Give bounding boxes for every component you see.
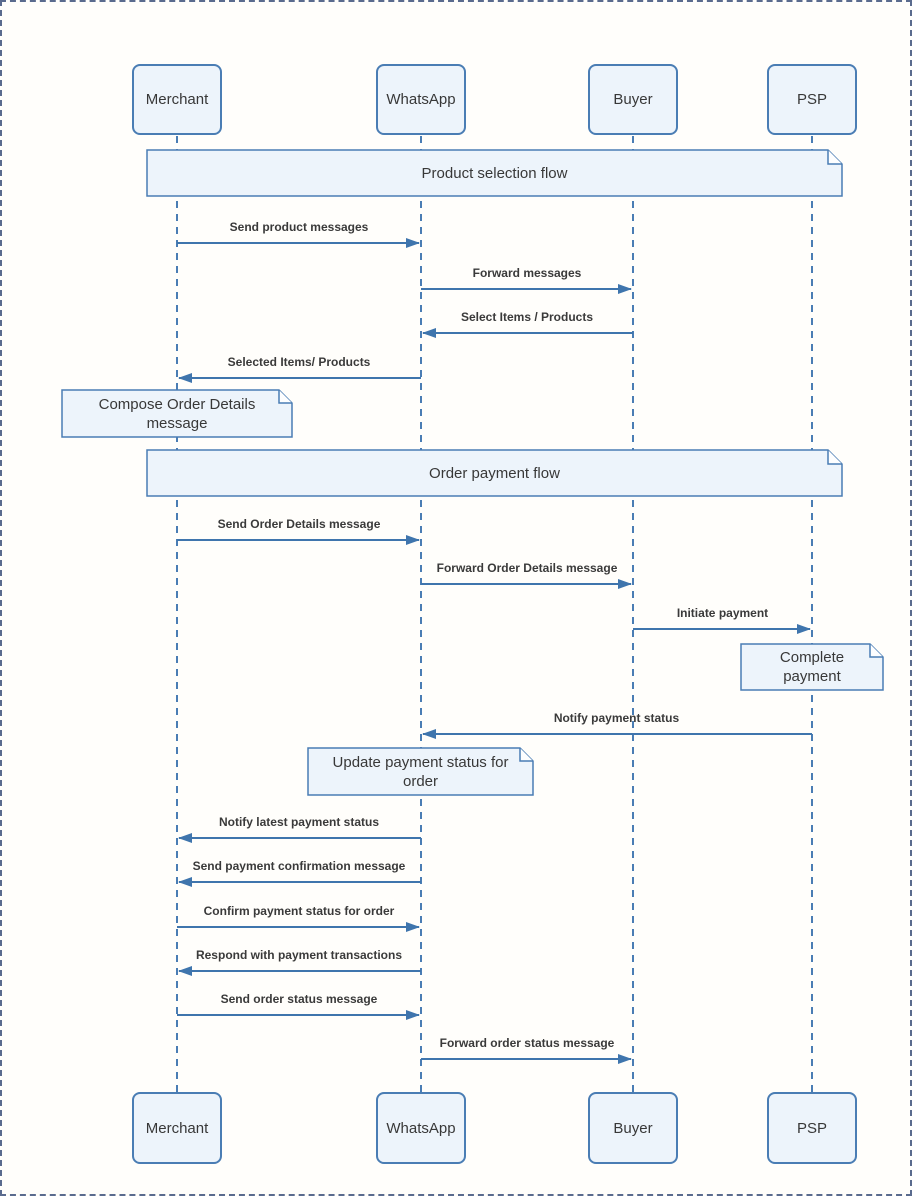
actor-merchant-bottom: Merchant [132, 1092, 222, 1164]
actor-whatsapp-bottom: WhatsApp [376, 1092, 466, 1164]
actor-merchant-top: Merchant [132, 64, 222, 135]
lifelines [176, 136, 813, 1092]
note-label-complete-payment: Complete payment [779, 649, 845, 685]
message-label-respond-payment-transactions: Respond with payment transactions [195, 948, 403, 962]
frame-order-payment-fold-icon [827, 450, 842, 465]
actor-buyer-top: Buyer [588, 64, 678, 135]
message-label-send-payment-confirmation: Send payment confirmation message [192, 859, 406, 873]
message-label-notify-payment-status: Notify payment status [553, 711, 680, 725]
note-complete-fold-icon [869, 644, 883, 658]
message-label-initiate-payment: Initiate payment [676, 606, 769, 620]
frame-product-selection-fold-icon [827, 150, 842, 165]
note-complete-payment [740, 643, 884, 691]
actor-label: Buyer [613, 1119, 653, 1137]
message-label-forward-order-status: Forward order status message [439, 1036, 615, 1050]
actor-label: WhatsApp [386, 1119, 456, 1137]
actor-label: Merchant [145, 91, 209, 108]
frame-label-product-selection: Product selection flow [421, 164, 568, 182]
message-label-send-product-messages: Send product messages [229, 220, 369, 234]
message-label-forward-order-details: Forward Order Details message [436, 561, 618, 575]
actor-psp-top: PSP [767, 64, 857, 135]
actor-label: Buyer [613, 91, 653, 108]
actor-buyer-bottom: Buyer [588, 1092, 678, 1164]
note-compose-order-details [61, 389, 293, 438]
message-label-forward-messages: Forward messages [472, 266, 582, 280]
actor-label: PSP [796, 91, 827, 108]
message-label-confirm-payment-status: Confirm payment status for order [203, 904, 395, 918]
note-update-fold-icon [519, 748, 533, 762]
frame-banners [146, 149, 843, 497]
note-update-payment-status [307, 747, 534, 796]
note-label-compose-order-details: Compose Order Details message [98, 395, 256, 432]
note-compose-fold-icon [278, 390, 292, 404]
note-label-update-payment-status: Update payment status for order [332, 753, 509, 790]
frame-order-payment [146, 449, 843, 497]
message-label-select-items: Select Items / Products [460, 310, 594, 324]
actor-psp-bottom: PSP [767, 1092, 857, 1164]
notes [61, 389, 884, 796]
frame-product-selection [146, 149, 843, 197]
actor-label: PSP [796, 1119, 827, 1137]
message-label-selected-items: Selected Items/ Products [227, 355, 371, 369]
actor-label: WhatsApp [386, 91, 456, 108]
message-label-send-order-details: Send Order Details message [217, 517, 381, 531]
frame-label-order-payment: Order payment flow [429, 464, 560, 482]
message-label-send-order-status: Send order status message [220, 992, 378, 1006]
actor-whatsapp-top: WhatsApp [376, 64, 466, 135]
message-label-notify-latest-payment-status: Notify latest payment status [218, 815, 380, 829]
actor-label: Merchant [145, 1119, 209, 1137]
message-arrows [177, 238, 812, 1064]
